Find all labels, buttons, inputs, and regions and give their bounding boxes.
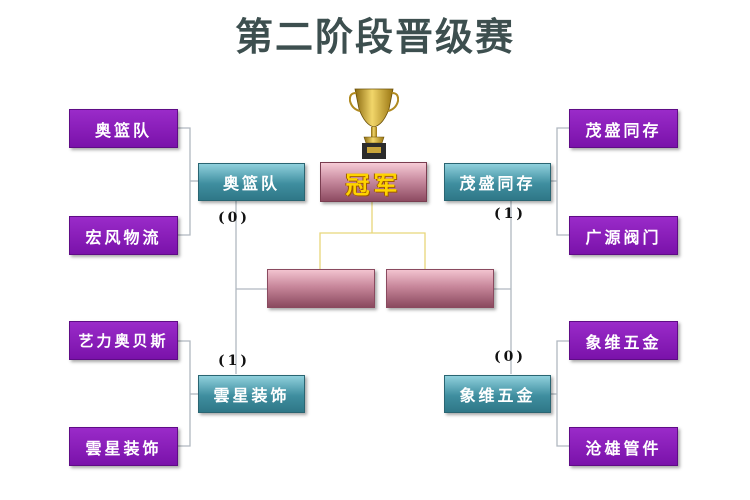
team-name: 奥篮队 <box>94 120 152 140</box>
team-box-left-1: 奥篮队 <box>69 109 178 148</box>
trophy-icon <box>349 88 399 159</box>
champion-box: 冠军 <box>320 162 427 202</box>
team-name: 沧雄管件 <box>585 438 662 458</box>
team-name: 雲星装饰 <box>85 438 162 458</box>
team-name: 茂盛同存 <box>585 120 662 140</box>
semi-box-left-2: 雲星装饰 <box>198 375 305 413</box>
team-name: 象维五金 <box>459 386 536 405</box>
bracket-line <box>556 340 569 447</box>
champion-label: 冠军 <box>345 170 402 199</box>
final-slot-right <box>386 269 494 308</box>
bracket-line <box>556 127 569 236</box>
team-box-left-2: 宏风物流 <box>69 216 178 255</box>
team-box-right-1: 茂盛同存 <box>569 109 678 148</box>
team-box-right-2: 广源阀门 <box>569 216 678 255</box>
team-box-left-3: 艺力奥贝斯 <box>69 321 178 360</box>
bracket-line <box>178 127 191 236</box>
score-left-2: (1) <box>218 353 250 369</box>
bracket-line <box>178 340 191 447</box>
team-name: 宏风物流 <box>85 227 162 247</box>
team-name: 奥篮队 <box>222 174 280 193</box>
team-box-left-4: 雲星装饰 <box>69 427 178 466</box>
team-name: 艺力奥贝斯 <box>78 332 169 350</box>
semi-box-left-1: 奥篮队 <box>198 163 305 201</box>
score-right-2: (0) <box>494 349 526 365</box>
champion-line <box>319 232 426 269</box>
team-name: 雲星装饰 <box>213 386 290 405</box>
team-box-right-3: 象维五金 <box>569 321 678 360</box>
score-left-1: (0) <box>218 210 250 226</box>
semi-box-right-1: 茂盛同存 <box>444 163 551 201</box>
score-right-1: (1) <box>494 206 526 222</box>
team-name: 茂盛同存 <box>459 174 536 193</box>
semi-box-right-2: 象维五金 <box>444 375 551 413</box>
final-slot-left <box>267 269 375 308</box>
page-title: 第二阶段晋级赛 <box>234 15 515 59</box>
team-box-right-4: 沧雄管件 <box>569 427 678 466</box>
team-name: 广源阀门 <box>585 227 662 247</box>
team-name: 象维五金 <box>585 332 662 352</box>
